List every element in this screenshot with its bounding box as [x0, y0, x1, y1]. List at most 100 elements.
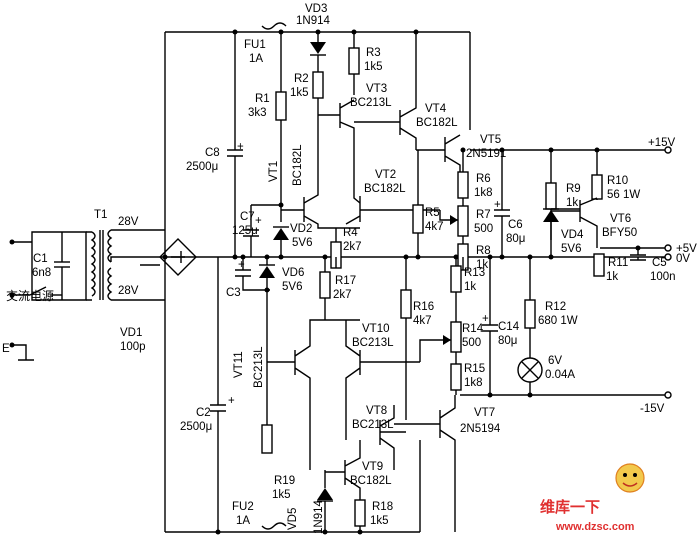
label-vt3: VT3 [366, 83, 387, 95]
label-fu2: FU2 [232, 501, 254, 513]
label-vd5-part: 1N914 [313, 500, 325, 534]
label-c8: C8 [205, 147, 220, 159]
label-r9-val: 1k [566, 197, 578, 209]
upper-regulator [227, 22, 646, 277]
label-r15-val: 1k8 [464, 377, 483, 389]
label-c8-plus: + [237, 141, 244, 153]
label-c7-val: 125μ [232, 225, 258, 237]
watermark-text: 维库一下 [540, 498, 600, 516]
label-vt3-part: BC213L [350, 97, 392, 109]
label-c2-val: 2500μ [180, 421, 212, 433]
label-28v-b: 28V [118, 285, 139, 297]
label-lamp: 6V [548, 355, 562, 367]
label-vd3-part: 1N914 [296, 15, 330, 27]
label-zero: 0V [676, 253, 690, 265]
label-c2-plus: + [228, 395, 235, 407]
label-vt5-part: 2N5191 [466, 148, 506, 160]
label-r18: R18 [372, 501, 393, 513]
label-r13-val: 1k [464, 281, 476, 293]
label-vd2-val: 5V6 [292, 237, 312, 249]
label-r4-val: 2k7 [343, 241, 362, 253]
label-r17-val: 2k7 [333, 289, 352, 301]
label-c14-val: 80μ [498, 335, 517, 347]
terminals [664, 146, 672, 399]
label-vt11-part: BC213L [253, 346, 265, 388]
label-minus15: -15V [640, 403, 665, 415]
label-c1: C1 [33, 253, 48, 265]
label-c6-val: 80μ [506, 233, 525, 245]
watermark-url: www.dzsc.com [555, 521, 635, 533]
label-r1-val: 3k3 [248, 107, 267, 119]
label-r6-val: 1k8 [474, 187, 493, 199]
label-fu2-val: 1A [236, 515, 250, 527]
label-r13: R13 [464, 267, 485, 279]
label-t1: T1 [94, 209, 107, 221]
label-e: E [2, 343, 10, 355]
label-vt10: VT10 [362, 323, 390, 335]
label-r11: R11 [608, 257, 628, 269]
label-plus15: +15V [648, 137, 676, 149]
label-vt6: VT6 [610, 213, 631, 225]
label-vt1: VT1 [268, 161, 280, 182]
label-vt4-part: BC182L [416, 117, 458, 129]
label-vd2: VD2 [290, 223, 312, 235]
label-mains: 交流电源 [6, 288, 54, 303]
label-vd1-val: 100p [120, 341, 146, 353]
label-r14: R14 [462, 323, 484, 335]
label-vt8: VT8 [366, 405, 387, 417]
label-r4: R4 [343, 227, 358, 239]
label-vt8-part: BC213L [352, 419, 394, 431]
label-r8-val: 1k [476, 259, 488, 271]
label-vt9-part: BC182L [350, 475, 392, 487]
label-r7: R7 [476, 209, 491, 221]
label-c14: C14 [498, 321, 520, 333]
label-r12-val: 680 1W [538, 315, 578, 327]
label-r3-val: 1k5 [364, 61, 383, 73]
label-r10: R10 [607, 175, 628, 187]
bridge-rectifier-vd1 [140, 238, 197, 276]
label-vd5: VD5 [287, 508, 299, 530]
label-vt2-part: BC182L [364, 183, 406, 195]
label-r6: R6 [476, 173, 491, 185]
label-vd1: VD1 [120, 327, 142, 339]
label-vt2: VT2 [375, 169, 396, 181]
label-r3: R3 [366, 47, 381, 59]
label-r16: R16 [413, 301, 434, 313]
label-r8: R8 [476, 245, 491, 257]
label-r15: R15 [464, 363, 485, 375]
label-c7: C7 [240, 211, 255, 223]
label-lamp-val: 0.04A [545, 369, 575, 381]
label-r16-val: 4k7 [413, 315, 432, 327]
label-vt1-part: BC182L [292, 144, 304, 186]
label-c5-val: 100n [650, 271, 676, 283]
label-vt5: VT5 [480, 134, 501, 146]
label-vt7-part: 2N5194 [460, 423, 501, 435]
label-r7-val: 500 [474, 223, 493, 235]
label-r9: R9 [566, 183, 581, 195]
label-vd4-val: 5V6 [561, 243, 581, 255]
label-vd3: VD3 [305, 3, 327, 15]
label-c14-plus: + [482, 313, 489, 325]
label-r14-val: 500 [462, 337, 481, 349]
label-c2: C2 [196, 407, 211, 419]
label-fu1: FU1 [244, 39, 266, 51]
label-vt6-part: BFY50 [602, 227, 637, 239]
label-vd4: VD4 [561, 229, 584, 241]
label-r19: R19 [274, 475, 295, 487]
transformer-t1 [9, 229, 165, 361]
label-r1: R1 [255, 93, 270, 105]
label-vd6-val: 5V6 [282, 281, 302, 293]
label-vt10-part: BC213L [352, 337, 394, 349]
label-28v-a: 28V [118, 216, 139, 228]
label-vd6: VD6 [282, 267, 304, 279]
lower-regulator [210, 257, 543, 532]
junctions [162, 29, 641, 535]
label-vt11: VT11 [233, 351, 245, 378]
label-r2: R2 [294, 73, 309, 85]
wiring [164, 31, 665, 533]
label-fu1-val: 1A [249, 53, 263, 65]
label-c6-plus: + [494, 199, 501, 211]
label-vt4: VT4 [425, 103, 447, 115]
